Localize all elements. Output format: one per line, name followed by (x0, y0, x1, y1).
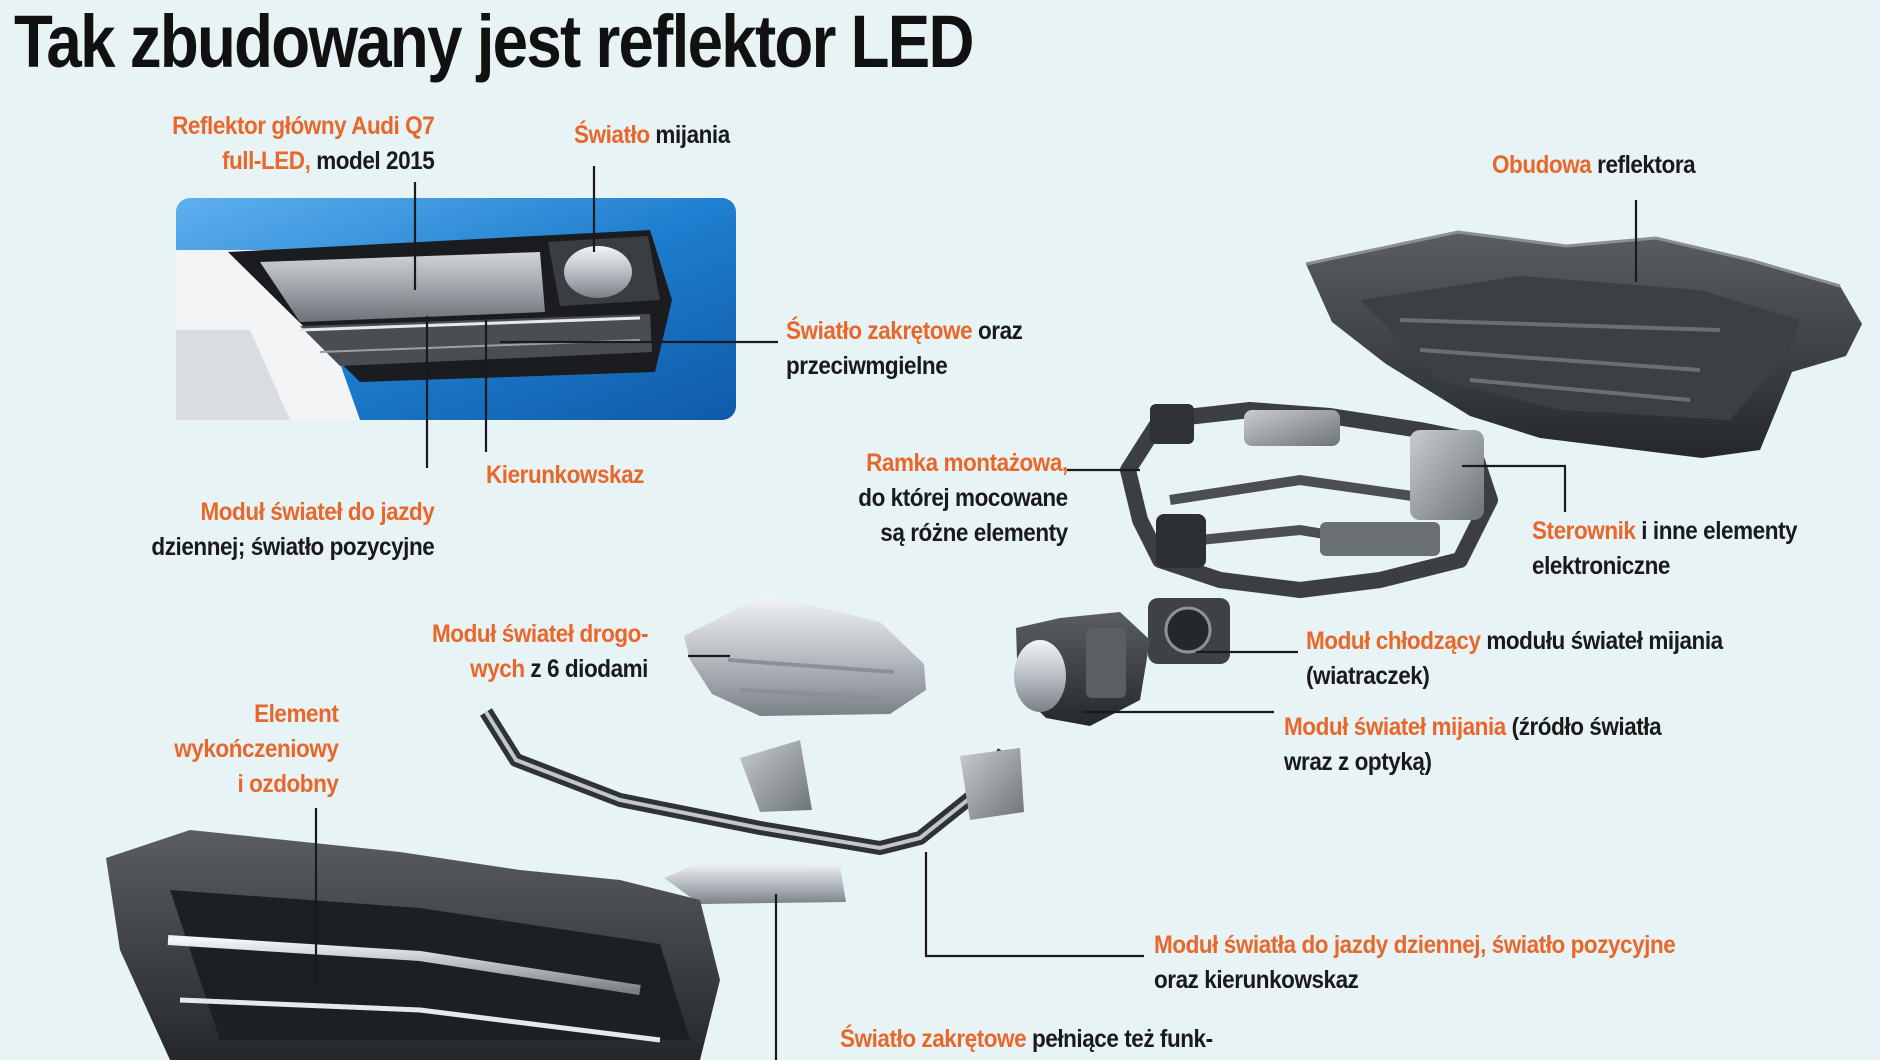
label-trim-line1: Element (253, 700, 339, 728)
label-cornering-bottom-accent: Światło zakrętowe (840, 1025, 1027, 1053)
label-mounting-frame-line2: do której mocowane (858, 484, 1069, 512)
label-trim-line2: wykończeniowy (173, 735, 339, 763)
label-high-beam-line1: Moduł świateł drogo- (432, 620, 648, 648)
label-low-beam-module-text: (źródło światła (1505, 713, 1662, 741)
label-headlight: Reflektor główny Audi Q7 full-LED, model… (171, 109, 435, 179)
label-drl-bottom: Moduł światła do jazdy dziennej, światło… (1154, 928, 1676, 998)
label-low-beam: Światło mijania (574, 118, 730, 153)
label-controller: Sterownik i inne elementy elektroniczne (1532, 514, 1798, 584)
leader-drl-bottom (924, 852, 1144, 958)
leader-controller (1462, 464, 1567, 512)
label-mounting-frame: Ramka montażowa, do której mocowane są r… (858, 446, 1069, 551)
label-headlight-text: model 2015 (310, 147, 435, 175)
label-high-beam-accent: wych (470, 655, 525, 683)
label-cornering-fog-line2: przeciwmgielne (786, 352, 948, 380)
label-high-beam-text: z 6 diodami (524, 655, 648, 683)
label-cooling: Moduł chłodzący modułu świateł mijania (… (1306, 624, 1723, 694)
label-headlight-line1: Reflektor główny Audi Q7 (171, 112, 435, 140)
label-cooling-line2: (wiatraczek) (1306, 662, 1430, 690)
label-controller-accent: Sterownik (1532, 517, 1636, 545)
car-headlight-photo (176, 198, 736, 420)
label-low-beam-module-line2: wraz z optyką) (1284, 748, 1432, 776)
low-beam-module-illustration (1014, 612, 1150, 726)
label-turn-signal: Kierunkowskaz (486, 458, 644, 493)
label-drl-bottom-line2: oraz kierunkowskaz (1154, 966, 1359, 994)
label-drl-top-line2: dziennej; światło pozycyjne (151, 533, 434, 561)
label-cornering-fog-accent: Światło zakrętowe (786, 317, 973, 345)
cooling-module-illustration (1148, 598, 1230, 664)
housing-illustration (1305, 230, 1862, 458)
page-title: Tak zbudowany jest reflektor LED (14, 0, 974, 83)
label-low-beam-text: mijania (649, 121, 730, 149)
label-low-beam-module-accent: Moduł świateł mijania (1284, 713, 1506, 741)
label-low-beam-module: Moduł świateł mijania (źródło światła wr… (1284, 710, 1662, 780)
label-drl-top-accent: Moduł świateł do jazdy (200, 498, 434, 526)
label-cornering-bottom: Światło zakrętowe pełniące też funk- (840, 1022, 1213, 1057)
drl-strip-illustration (480, 708, 1024, 904)
label-turn-signal-accent: Kierunkowskaz (486, 461, 644, 489)
label-cooling-accent: Moduł chłodzący (1306, 627, 1481, 655)
label-controller-line2: elektroniczne (1532, 552, 1670, 580)
label-drl-top: Moduł świateł do jazdy dziennej; światło… (151, 495, 434, 565)
label-cornering-fog: Światło zakrętowe oraz przeciwmgielne (786, 314, 1023, 384)
label-cornering-fog-text: oraz (972, 317, 1023, 345)
label-mounting-frame-accent: Ramka montażowa, (866, 449, 1068, 477)
label-low-beam-accent: Światło (574, 121, 650, 149)
label-cooling-text: modułu świateł mijania (1480, 627, 1723, 655)
label-housing-accent: Obudowa (1492, 151, 1592, 179)
leader-lines (314, 166, 1638, 1060)
label-trim: Element wykończeniowy i ozdobny (173, 697, 339, 802)
label-controller-text: i inne elementy (1635, 517, 1798, 545)
label-high-beam: Moduł świateł drogo- wych z 6 diodami (432, 617, 648, 687)
label-housing: Obudowa reflektora (1492, 148, 1696, 183)
label-housing-text: reflektora (1591, 151, 1696, 179)
label-mounting-frame-line3: są różne elementy (880, 519, 1069, 547)
label-headlight-accent: full-LED, (221, 147, 311, 175)
label-drl-bottom-accent: Moduł światła do jazdy dziennej, światło… (1154, 931, 1676, 959)
mounting-frame-illustration (1120, 402, 1498, 598)
label-cornering-bottom-text: pełniące też funk- (1026, 1025, 1213, 1053)
high-beam-module-illustration (684, 594, 926, 716)
trim-element-illustration (106, 830, 720, 1060)
label-trim-line3: i ozdobny (237, 770, 338, 798)
